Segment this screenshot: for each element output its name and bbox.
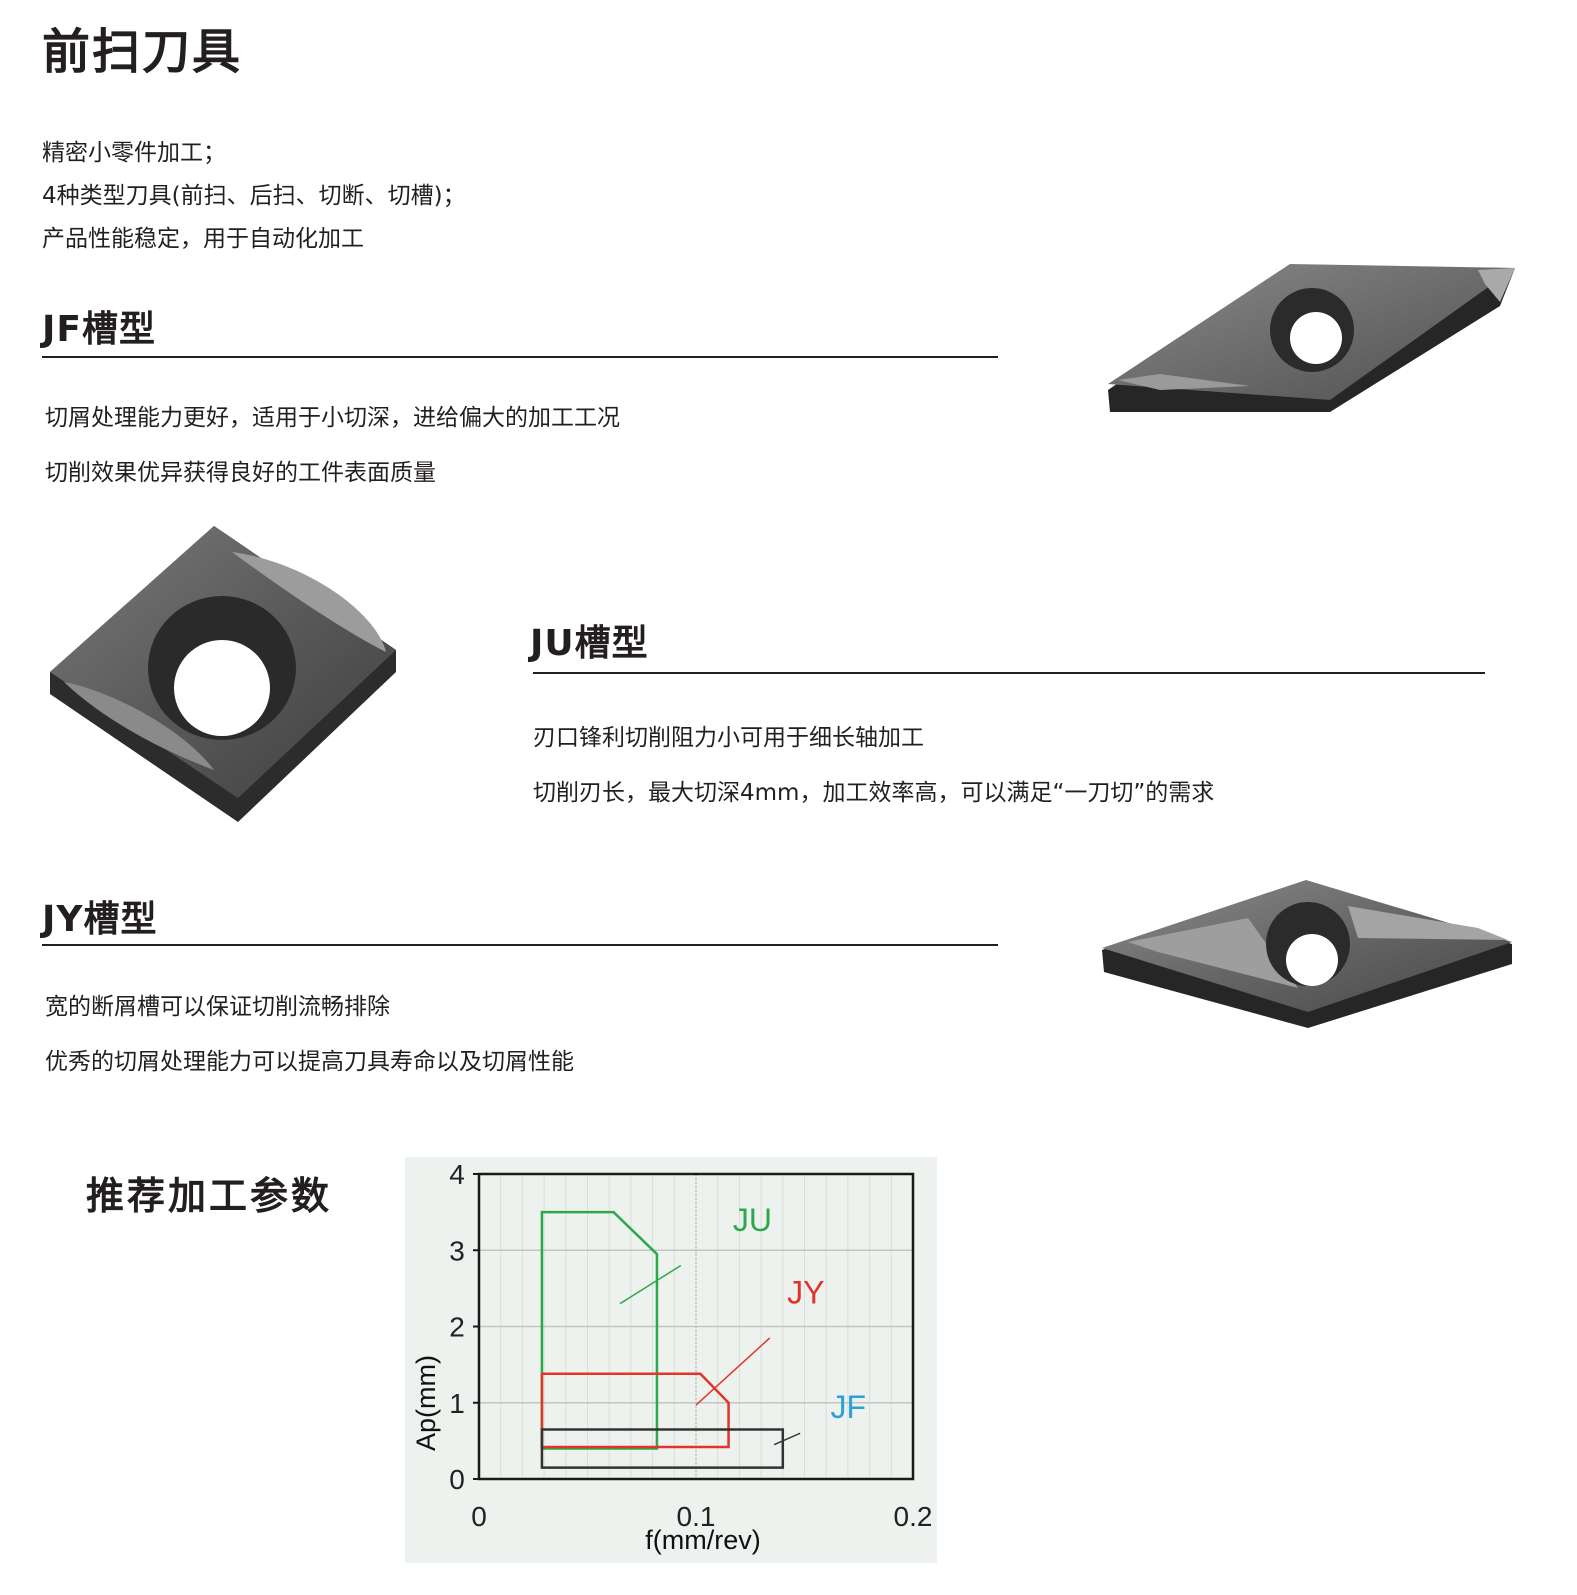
jy-insert-image	[1102, 880, 1512, 1028]
leader-line	[773, 1432, 801, 1446]
params-chart: 0 1 2 3 4 0 0.1 0.2 JU JY JF Ap(mm) f(mm/rev)	[405, 1157, 937, 1563]
params-title: 推荐加工参数	[86, 1174, 333, 1218]
section-desc-ju: 刃口锋利切削阻力小可用于细长轴加工 切削刃长，最大切深4mm，加工效率高，可以满…	[533, 711, 1214, 821]
series-label-jf: JF	[831, 1389, 867, 1425]
leader-line	[695, 1337, 771, 1406]
series-label-ju: JU	[733, 1202, 772, 1238]
y-tick-label: 3	[449, 1235, 465, 1266]
jf-insert-image	[1108, 264, 1515, 412]
desc-line: 宽的断屑槽可以保证切削流畅排除	[45, 994, 390, 1020]
y-tick-label: 1	[449, 1388, 465, 1419]
desc-line: 优秀的切屑处理能力可以提高刀具寿命以及切屑性能	[45, 1049, 574, 1075]
series-jf-region	[540, 1428, 785, 1469]
page-title: 前扫刀具	[42, 24, 243, 80]
y-tick-label: 4	[449, 1159, 465, 1190]
section-desc-jy: 宽的断屑槽可以保证切削流畅排除 优秀的切屑处理能力可以提高刀具寿命以及切屑性能	[45, 980, 574, 1090]
leader-line	[619, 1264, 682, 1305]
params-chart-svg: 0 1 2 3 4 0 0.1 0.2 JU JY JF Ap(mm) f(mm/rev)	[411, 1159, 932, 1555]
chart-ylabel: Ap(mm)	[411, 1355, 441, 1451]
series-label-jy: JY	[787, 1275, 824, 1311]
section-title-jy: JY槽型	[42, 899, 158, 940]
chart-series	[540, 1210, 801, 1469]
intro-line: 精密小零件加工；	[42, 140, 226, 166]
section-divider	[42, 356, 998, 358]
section-title-ju: JU槽型	[530, 623, 649, 664]
section-title-jf: JF槽型	[42, 309, 156, 350]
x-tick-label: 0	[471, 1501, 487, 1532]
x-tick-label: 0.1	[677, 1501, 716, 1532]
section-desc-jf: 切屑处理能力更好，适用于小切深，进给偏大的加工工况 切削效果优异获得良好的工件表…	[45, 391, 620, 501]
ju-insert-image	[50, 526, 396, 822]
desc-line: 刃口锋利切削阻力小可用于细长轴加工	[533, 725, 924, 751]
series-jy-region	[540, 1372, 730, 1449]
desc-line: 切屑处理能力更好，适用于小切深，进给偏大的加工工况	[45, 405, 620, 431]
x-tick-label: 0.2	[894, 1501, 933, 1532]
y-tick-label: 2	[449, 1312, 465, 1343]
series-ju-region	[540, 1210, 659, 1450]
intro-line: 4种类型刀具(前扫、后扫、切断、切槽)；	[42, 183, 466, 209]
chart-grid	[479, 1174, 913, 1479]
section-divider	[42, 944, 998, 946]
intro-line: 产品性能稳定，用于自动化加工	[42, 226, 364, 252]
desc-line: 切削效果优异获得良好的工件表面质量	[45, 460, 436, 486]
chart-labels: JU JY JF	[733, 1202, 866, 1425]
desc-line: 切削刃长，最大切深4mm，加工效率高，可以满足“一刀切”的需求	[533, 780, 1215, 806]
intro-list: 精密小零件加工； 4种类型刀具(前扫、后扫、切断、切槽)； 产品性能稳定，用于自…	[42, 132, 466, 261]
chart-xlabel: f(mm/rev)	[645, 1525, 760, 1555]
chart-ticks: 0 1 2 3 4 0 0.1 0.2	[449, 1159, 932, 1532]
section-divider	[533, 672, 1485, 674]
y-tick-label: 0	[449, 1464, 465, 1495]
